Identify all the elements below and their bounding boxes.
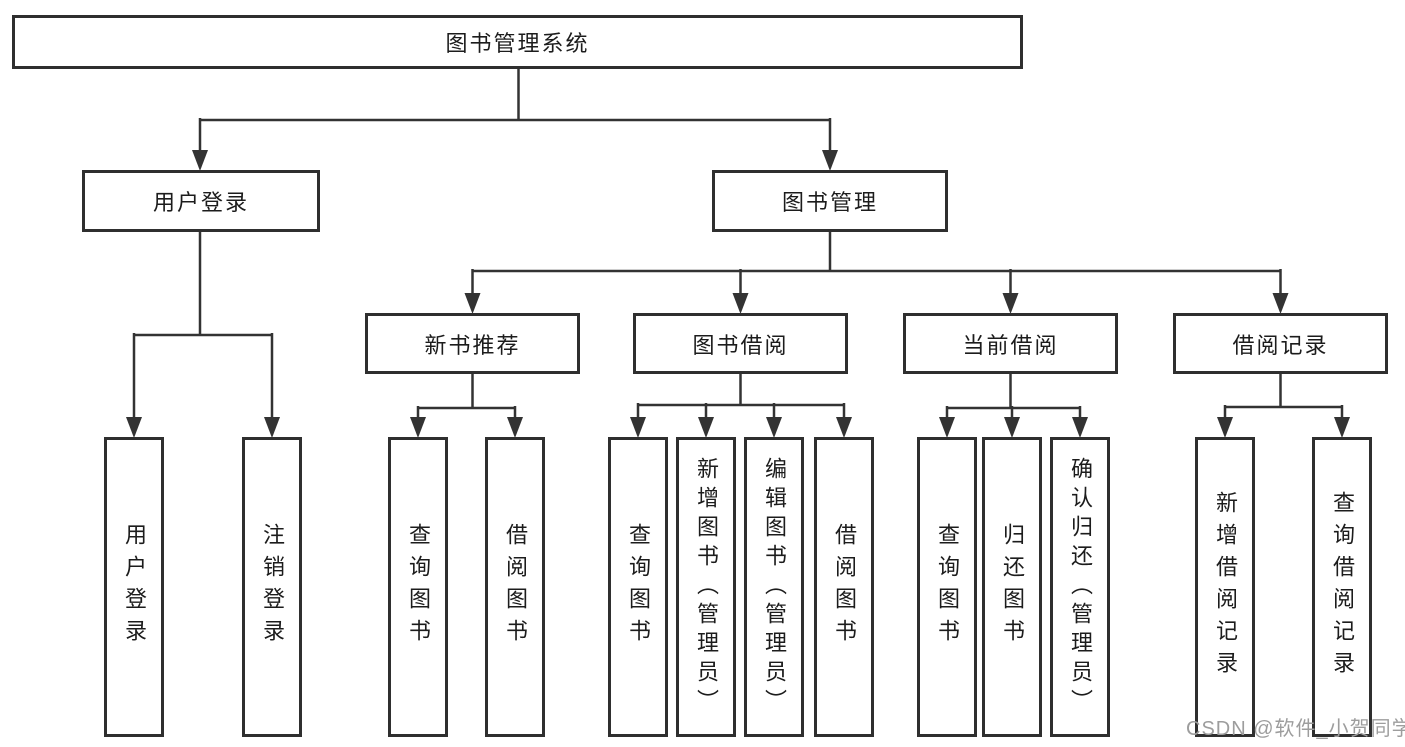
leaf-cb-confirm-return-admin-label: 确认归还（管理员） — [1068, 456, 1093, 718]
leaf-bb-edit-book-admin-label: 编辑图书（管理员） — [762, 456, 787, 718]
node-borrow-records: 借阅记录 — [1173, 313, 1388, 374]
leaf-nbr-borrow-book: 借阅图书 — [485, 437, 545, 737]
leaf-bb-add-book-admin: 新增图书（管理员） — [676, 437, 736, 737]
leaf-bb-borrow-book: 借阅图书 — [814, 437, 874, 737]
node-book-management: 图书管理 — [712, 170, 948, 232]
node-user-login-label: 用户登录 — [152, 190, 249, 215]
leaf-cb-return-book: 归还图书 — [982, 437, 1042, 737]
node-book-borrow-label: 图书借阅 — [692, 332, 789, 358]
node-current-borrow: 当前借阅 — [903, 313, 1118, 374]
leaf-bb-add-book-admin-label: 新增图书（管理员） — [694, 456, 719, 718]
node-new-book-recommend-label: 新书推荐 — [424, 332, 521, 358]
leaf-bb-query-book: 查询图书 — [608, 437, 668, 737]
leaf-nbr-borrow-book-label: 借阅图书 — [503, 523, 528, 651]
leaf-cb-return-book-label: 归还图书 — [1000, 523, 1025, 651]
node-current-borrow-label: 当前借阅 — [962, 332, 1059, 358]
leaf-br-query-record-label: 查询借阅记录 — [1330, 491, 1355, 683]
node-root-label: 图书管理系统 — [445, 31, 590, 56]
node-new-book-recommend: 新书推荐 — [365, 313, 580, 374]
csdn-watermark: CSDN @软件_小贺同学 — [1186, 718, 1405, 740]
leaf-br-add-record-label: 新增借阅记录 — [1213, 491, 1238, 683]
leaf-br-query-record: 查询借阅记录 — [1312, 437, 1372, 737]
leaf-logout-label: 注销登录 — [260, 523, 285, 651]
leaf-bb-edit-book-admin: 编辑图书（管理员） — [744, 437, 804, 737]
node-book-borrow: 图书借阅 — [633, 313, 848, 374]
leaf-br-add-record: 新增借阅记录 — [1195, 437, 1255, 737]
leaf-user-login: 用户登录 — [104, 437, 164, 737]
leaf-bb-query-book-label: 查询图书 — [626, 523, 651, 651]
leaf-nbr-query-book: 查询图书 — [388, 437, 448, 737]
leaf-cb-query-book: 查询图书 — [917, 437, 977, 737]
node-borrow-records-label: 借阅记录 — [1232, 332, 1329, 358]
leaf-user-login-label: 用户登录 — [122, 523, 147, 651]
leaf-nbr-query-book-label: 查询图书 — [406, 523, 431, 651]
node-root: 图书管理系统 — [12, 15, 1023, 69]
leaf-cb-confirm-return-admin: 确认归还（管理员） — [1050, 437, 1110, 737]
leaf-cb-query-book-label: 查询图书 — [935, 523, 960, 651]
leaf-bb-borrow-book-label: 借阅图书 — [832, 523, 857, 651]
leaf-logout: 注销登录 — [242, 437, 302, 737]
node-book-management-label: 图书管理 — [781, 190, 878, 215]
node-user-login: 用户登录 — [82, 170, 320, 232]
